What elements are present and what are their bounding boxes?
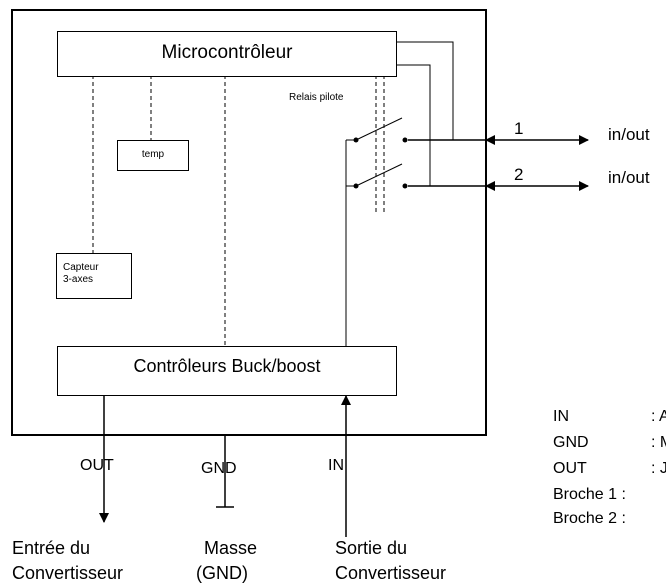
legend-row-pin1: Broche 1 : (553, 486, 626, 504)
legend-row-out: OUT : J (553, 460, 666, 478)
port-2-label: in/out (608, 168, 650, 187)
legend-key: Broche 2 : (553, 510, 626, 527)
out-caption-line1: Entrée du (12, 538, 91, 558)
gnd-caption-line1: Masse (204, 538, 258, 558)
legend-key: OUT (553, 460, 587, 477)
port-feedback-wires (395, 41, 454, 187)
accelerometer-label-line1: Capteur (63, 262, 99, 273)
module-enclosure (11, 9, 487, 436)
buck-boost-label: Contrôleurs Buck/boost (133, 356, 321, 376)
control-lines (92, 75, 385, 346)
in-caption-line1: Sortie du (335, 538, 408, 558)
accelerometer-block (56, 253, 132, 299)
legend-row-in: IN : A (553, 408, 666, 426)
accelerometer-label-line2: 3-axes (63, 274, 94, 285)
port-arrows (408, 135, 589, 191)
legend-value: : A (651, 408, 666, 425)
legend-key: GND (553, 434, 589, 451)
in-pin-label: IN (328, 457, 344, 474)
legend-key: IN (553, 408, 569, 425)
legend-row-pin2: Broche 2 : (553, 510, 626, 528)
relay-contacts (353, 137, 408, 189)
legend-value: : M (651, 434, 666, 451)
legend-row-gnd: GND : M (553, 434, 666, 452)
microcontroller-block (57, 31, 397, 77)
relay-label: Relais pilote (289, 92, 344, 103)
port-1-number: 1 (514, 119, 524, 138)
port-2-number: 2 (514, 165, 524, 184)
legend-key: Broche 1 : (553, 486, 626, 503)
microcontroller-label: Microcontrôleur (161, 42, 293, 63)
port-underlines (503, 139, 537, 187)
in-caption-line2: Convertisseur (335, 563, 447, 583)
temp-sensor-label: temp (141, 149, 165, 160)
legend-value: : J (651, 460, 666, 477)
gnd-pin-label: GND (201, 460, 237, 477)
gnd-caption-line2: (GND) (196, 563, 248, 583)
port-1-label: in/out (608, 125, 650, 144)
out-caption-line2: Convertisseur (12, 563, 124, 583)
out-pin-label: OUT (80, 457, 114, 474)
buck-boost-block (57, 346, 397, 396)
relay-switches (345, 117, 403, 346)
temp-sensor-block (117, 140, 189, 171)
